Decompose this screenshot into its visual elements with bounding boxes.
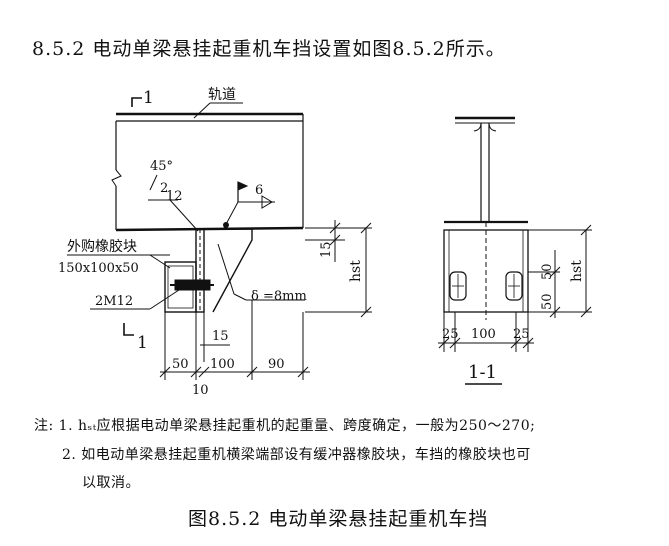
- dim-90: 90: [268, 357, 285, 372]
- note-line-2: 2. 如电动单梁悬挂起重机横梁端部设有缓冲器橡胶块，车挡的橡胶块也可: [62, 447, 531, 463]
- sec-dim-25-left: 25: [442, 327, 459, 342]
- section-view: [443, 116, 529, 320]
- sec-dim-100: 100: [471, 327, 496, 342]
- stop-plate: δ =8mm: [195, 228, 307, 313]
- rubber-size-label: 150x100x50: [58, 261, 139, 276]
- rail-label: 轨道: [208, 87, 236, 103]
- rubber-block: [164, 261, 214, 313]
- angle-label: 45°: [150, 159, 173, 174]
- rail-beam: [111, 112, 304, 232]
- section-mark-bottom-label: 1: [137, 333, 148, 353]
- figure-caption: 图8.5.2 电动单梁悬挂起重机车挡: [188, 508, 489, 530]
- dim-15-vertical: 15: [319, 241, 334, 258]
- section-mark-top: 1: [131, 88, 154, 108]
- dim-15: 15: [212, 329, 229, 344]
- section-heading: 8.5.2 电动单梁悬挂起重机车挡设置如图8.5.2所示。: [32, 38, 506, 60]
- sec-dim-50-bottom: 50: [540, 293, 555, 310]
- sec-dim-25-right: 25: [513, 327, 530, 342]
- svg-text:2: 2: [160, 181, 168, 196]
- note-line-3: 以取消。: [82, 475, 140, 491]
- dim-10: 10: [192, 383, 209, 398]
- note-line-1: 注: 1. hₛₜ应根据电动单梁悬挂起重机的起重量、跨度确定，一般为250～27…: [34, 418, 536, 434]
- section-title: 1-1: [468, 362, 497, 383]
- rubber-label: 外购橡胶块: [67, 238, 137, 255]
- dim-50: 50: [172, 357, 189, 372]
- section-mark-bottom: 1: [123, 323, 148, 353]
- weld-fillet-label: 12: [166, 189, 183, 204]
- weld-symbol: 6: [223, 181, 275, 229]
- section-mark-top-label: 1: [143, 88, 154, 108]
- bottom-dimensions: 15 50 100 90 10: [159, 300, 310, 398]
- weld-size-label: 6: [255, 183, 263, 198]
- section-height-dimensions: 50 50 hst: [528, 224, 592, 318]
- plate-thickness-label: δ =8mm: [251, 289, 307, 304]
- dim-100: 100: [210, 357, 235, 372]
- hst-label-left: hst: [348, 260, 364, 282]
- hst-label-right: hst: [569, 260, 585, 282]
- sec-dim-50-top: 50: [540, 263, 555, 280]
- section-width-dimensions: 25 100 25: [438, 312, 534, 352]
- height-dimension: 15 hst: [305, 220, 372, 318]
- bolt-label: 2M12: [95, 294, 133, 309]
